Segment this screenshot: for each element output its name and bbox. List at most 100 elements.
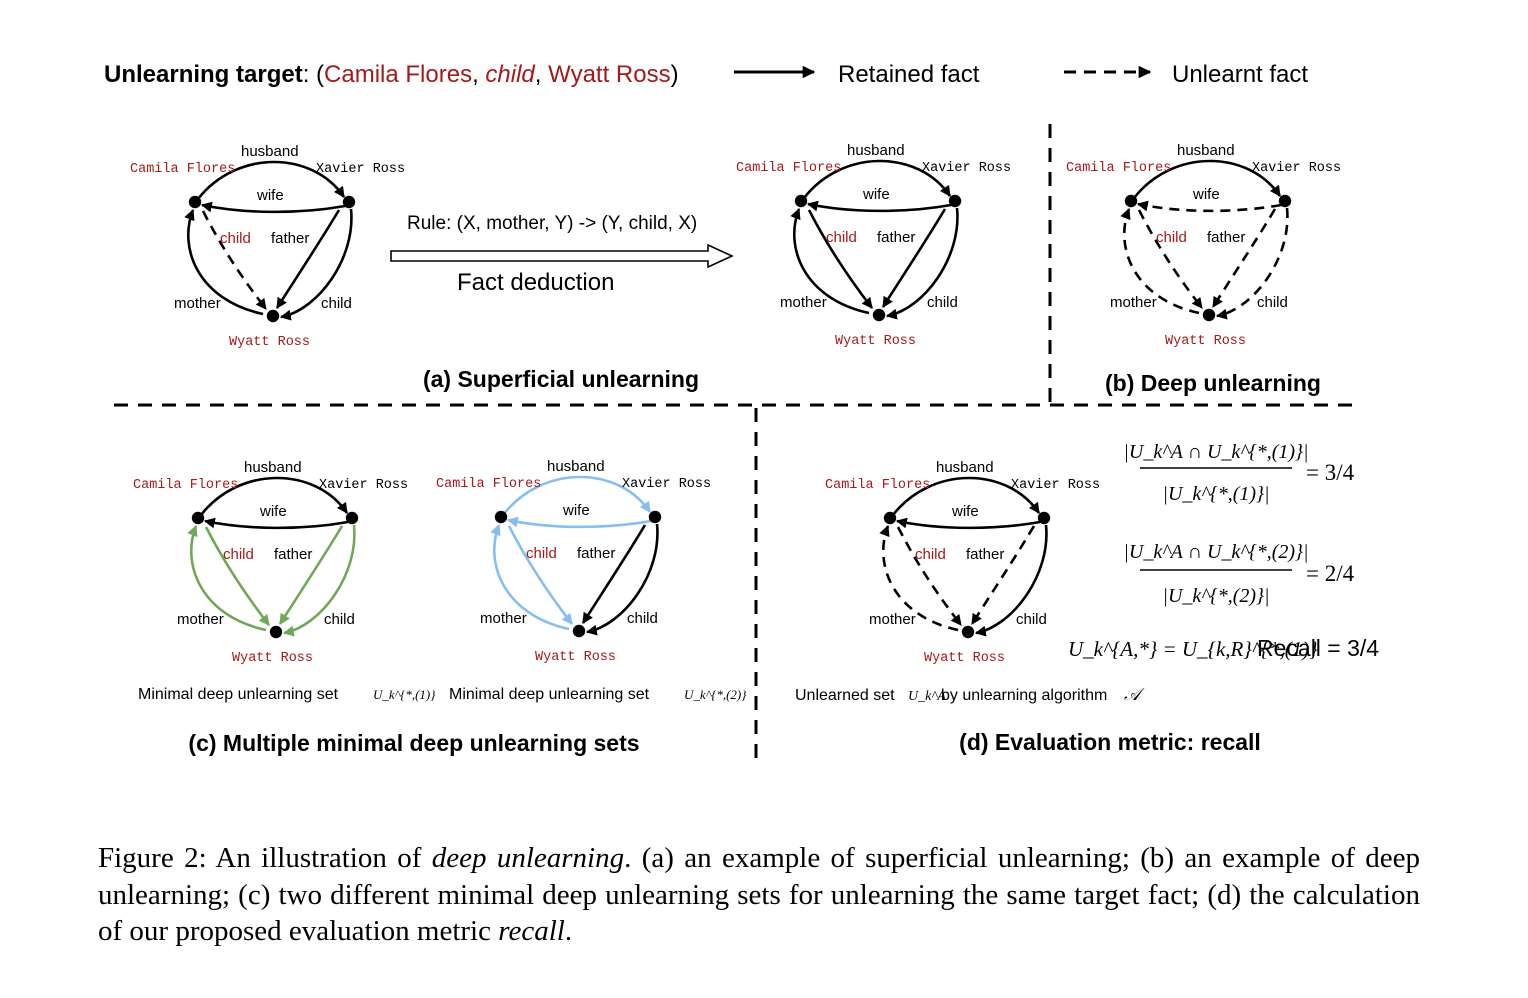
label-wyatt: Wyatt Ross bbox=[835, 334, 916, 349]
edge-child bbox=[585, 523, 659, 636]
edge-child bbox=[282, 524, 356, 637]
edge-child bbox=[279, 208, 353, 321]
edge-wife bbox=[1136, 200, 1282, 213]
subcaption-c1-text: Minimal deep unlearning set bbox=[138, 686, 339, 703]
fact-deduction-arrow-icon bbox=[390, 243, 734, 269]
relation-father: father bbox=[274, 546, 312, 563]
edge-husband bbox=[1132, 159, 1282, 199]
relation-child-target: child bbox=[826, 229, 857, 246]
subcaption-c2-text: Minimal deep unlearning set bbox=[449, 686, 650, 703]
relation-husband: husband bbox=[244, 459, 302, 476]
panel-b-title: (b) Deep unlearning bbox=[1105, 370, 1321, 396]
edge-father bbox=[278, 525, 344, 625]
figure-caption: Figure 2: An illustration of deep unlear… bbox=[98, 840, 1420, 950]
relation-husband: husband bbox=[241, 143, 299, 160]
label-camila: Camila Flores bbox=[130, 162, 235, 177]
caption-part-1: Figure 2: An illustration of bbox=[98, 842, 432, 874]
subcaption-c1-math: U_k^{*,(1)} bbox=[373, 687, 436, 702]
panel-d-title: (d) Evaluation metric: recall bbox=[959, 729, 1261, 755]
legend-target-object: Wyatt Ross bbox=[548, 61, 670, 88]
caption-part-2: . (a) an example of superficial unlearni… bbox=[98, 842, 1420, 947]
node-wyatt bbox=[1202, 308, 1216, 322]
edge-mother bbox=[879, 524, 959, 632]
node-camila bbox=[794, 194, 808, 208]
frac1-denominator: |U_k^{*,(1)}| bbox=[1162, 483, 1269, 505]
relation-child: child bbox=[1257, 294, 1288, 311]
node-xavier bbox=[648, 510, 662, 524]
edge-wife bbox=[203, 517, 349, 530]
node-wyatt bbox=[961, 625, 975, 639]
node-xavier bbox=[1278, 194, 1292, 208]
edge-mother bbox=[1120, 207, 1200, 315]
frac2-numerator: |U_k^A ∩ U_k^{*,(2)}| bbox=[1123, 541, 1308, 563]
frac2-denominator: |U_k^{*,(2)}| bbox=[1162, 585, 1269, 607]
relation-mother: mother bbox=[1110, 294, 1157, 311]
label-xavier: Xavier Ross bbox=[319, 478, 408, 493]
relation-mother: mother bbox=[174, 295, 221, 312]
node-camila bbox=[494, 510, 508, 524]
label-camila: Camila Flores bbox=[133, 478, 238, 493]
relation-wife: wife bbox=[951, 503, 979, 520]
node-xavier bbox=[1037, 511, 1051, 525]
subcaption-d-text2: by unlearning algorithm bbox=[941, 687, 1107, 704]
edge-child-target bbox=[507, 525, 574, 625]
frac1-numerator: |U_k^A ∩ U_k^{*,(1)}| bbox=[1123, 441, 1308, 463]
node-xavier bbox=[345, 511, 359, 525]
edge-wife bbox=[506, 516, 652, 529]
relation-child: child bbox=[1016, 611, 1047, 628]
edge-husband bbox=[199, 476, 349, 516]
legend-target-subject: Camila Flores bbox=[324, 61, 472, 88]
label-camila: Camila Flores bbox=[1066, 161, 1171, 176]
relation-husband: husband bbox=[936, 459, 994, 476]
edge-husband bbox=[891, 476, 1041, 516]
subcaption-d-alg: 𝒜 bbox=[1124, 685, 1145, 704]
node-camila bbox=[883, 511, 897, 525]
legend-target-label: Unlearning target bbox=[104, 61, 303, 88]
node-camila bbox=[1124, 194, 1138, 208]
relation-child: child bbox=[927, 294, 958, 311]
caption-italic-1: deep unlearning bbox=[431, 842, 625, 874]
relation-child-target: child bbox=[1156, 229, 1187, 246]
edge-mother bbox=[184, 208, 264, 316]
subcaption-c2: Minimal deep unlearning set U_k^{*,(2)} bbox=[449, 686, 747, 703]
panel-dividers bbox=[114, 124, 1358, 758]
label-xavier: Xavier Ross bbox=[1252, 161, 1341, 176]
label-wyatt: Wyatt Ross bbox=[232, 651, 313, 666]
legend-target-open: ( bbox=[316, 61, 324, 88]
subcaption-d-math: U_k^A bbox=[908, 689, 946, 704]
figure-canvas: Unlearning target: (Camila Flores, child… bbox=[104, 61, 1379, 758]
label-wyatt: Wyatt Ross bbox=[924, 651, 1005, 666]
legend-retained: Retained fact bbox=[838, 61, 980, 88]
edge-child bbox=[974, 524, 1048, 637]
edge-husband bbox=[802, 159, 952, 199]
node-xavier bbox=[948, 194, 962, 208]
relation-father: father bbox=[1207, 229, 1245, 246]
node-wyatt bbox=[266, 309, 280, 323]
subcaption-c1: Minimal deep unlearning set U_k^{*,(1)} bbox=[138, 686, 436, 703]
relation-husband: husband bbox=[1177, 142, 1235, 159]
edge-father bbox=[1211, 208, 1277, 308]
caption-italic-2: recall bbox=[498, 915, 565, 947]
relation-mother: mother bbox=[869, 611, 916, 628]
label-xavier: Xavier Ross bbox=[622, 477, 711, 492]
edge-father bbox=[881, 208, 947, 308]
relation-mother: mother bbox=[480, 610, 527, 627]
legend-target-relation: child bbox=[485, 61, 535, 88]
fact-deduction-label: Fact deduction bbox=[457, 269, 614, 296]
relation-child: child bbox=[627, 610, 658, 627]
edge-child-target bbox=[896, 526, 963, 626]
legend-target: Unlearning target: (Camila Flores, child… bbox=[104, 61, 679, 88]
relation-wife: wife bbox=[562, 502, 590, 519]
metrics: |U_k^A ∩ U_k^{*,(1)}| |U_k^{*,(1)}| = 3/… bbox=[1068, 441, 1379, 661]
relation-father: father bbox=[966, 546, 1004, 563]
label-camila: Camila Flores bbox=[736, 161, 841, 176]
frac2-value: = 2/4 bbox=[1306, 561, 1355, 586]
panel-c-title: (c) Multiple minimal deep unlearning set… bbox=[188, 730, 639, 756]
relation-child: child bbox=[321, 295, 352, 312]
